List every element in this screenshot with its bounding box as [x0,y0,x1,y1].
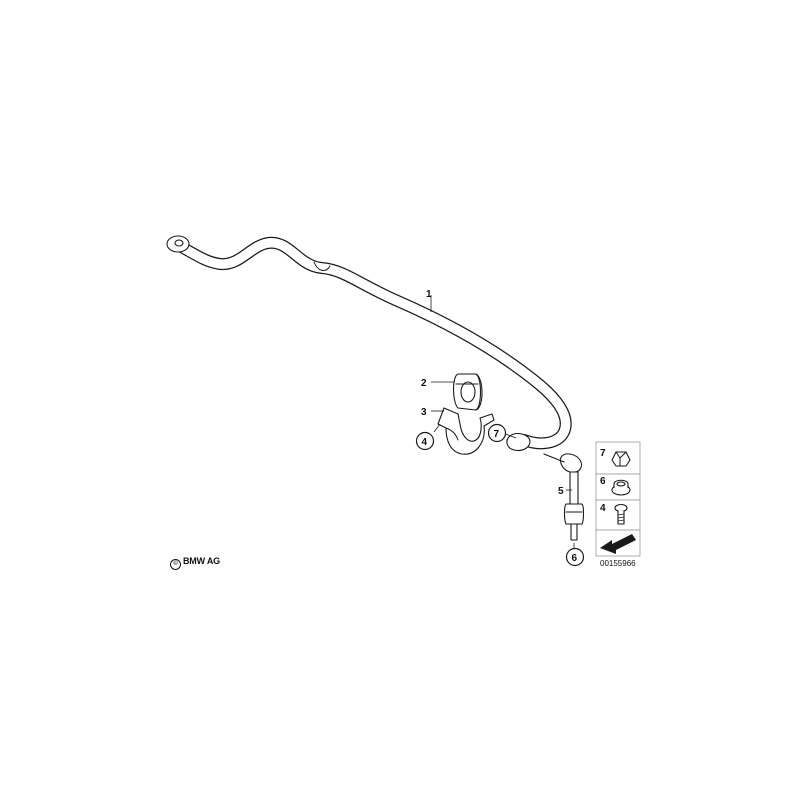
stabilizer-link [543,453,585,541]
drawing-number: 00155966 [600,559,636,568]
callout-7-circle: 7 [487,423,507,443]
svg-text:2: 2 [421,378,427,389]
svg-text:4: 4 [422,437,428,448]
collar-nut-icon [611,479,631,496]
callout-3: 3 [421,407,427,418]
direction-arrow-icon [600,534,636,554]
copyright-notice: ©BMW AG [170,556,220,570]
svg-text:6: 6 [572,553,578,564]
svg-text:3: 3 [421,407,427,418]
parts-legend: 7 6 4 [595,441,641,557]
stabilizer-bar [166,235,572,452]
nut-icon [611,451,631,467]
svg-text:5: 5 [558,486,564,497]
callout-2: 2 [421,378,427,389]
svg-text:1: 1 [426,289,432,300]
callout-4-circle: 4 [415,431,435,451]
svg-text:4: 4 [600,503,606,514]
svg-text:7: 7 [494,429,500,440]
copyright-symbol: © [170,559,181,570]
bolt-icon [614,503,628,525]
callout-5: 5 [558,486,564,497]
svg-text:7: 7 [600,448,606,459]
svg-text:00155966: 00155966 [600,559,636,568]
copyright-text: BMW AG [183,556,220,566]
callout-1: 1 [426,289,432,300]
stabilizer-bracket [437,407,495,455]
svg-text:6: 6 [600,476,606,487]
callout-6-circle: 6 [565,547,585,567]
rubber-mounting-bush [452,373,483,411]
